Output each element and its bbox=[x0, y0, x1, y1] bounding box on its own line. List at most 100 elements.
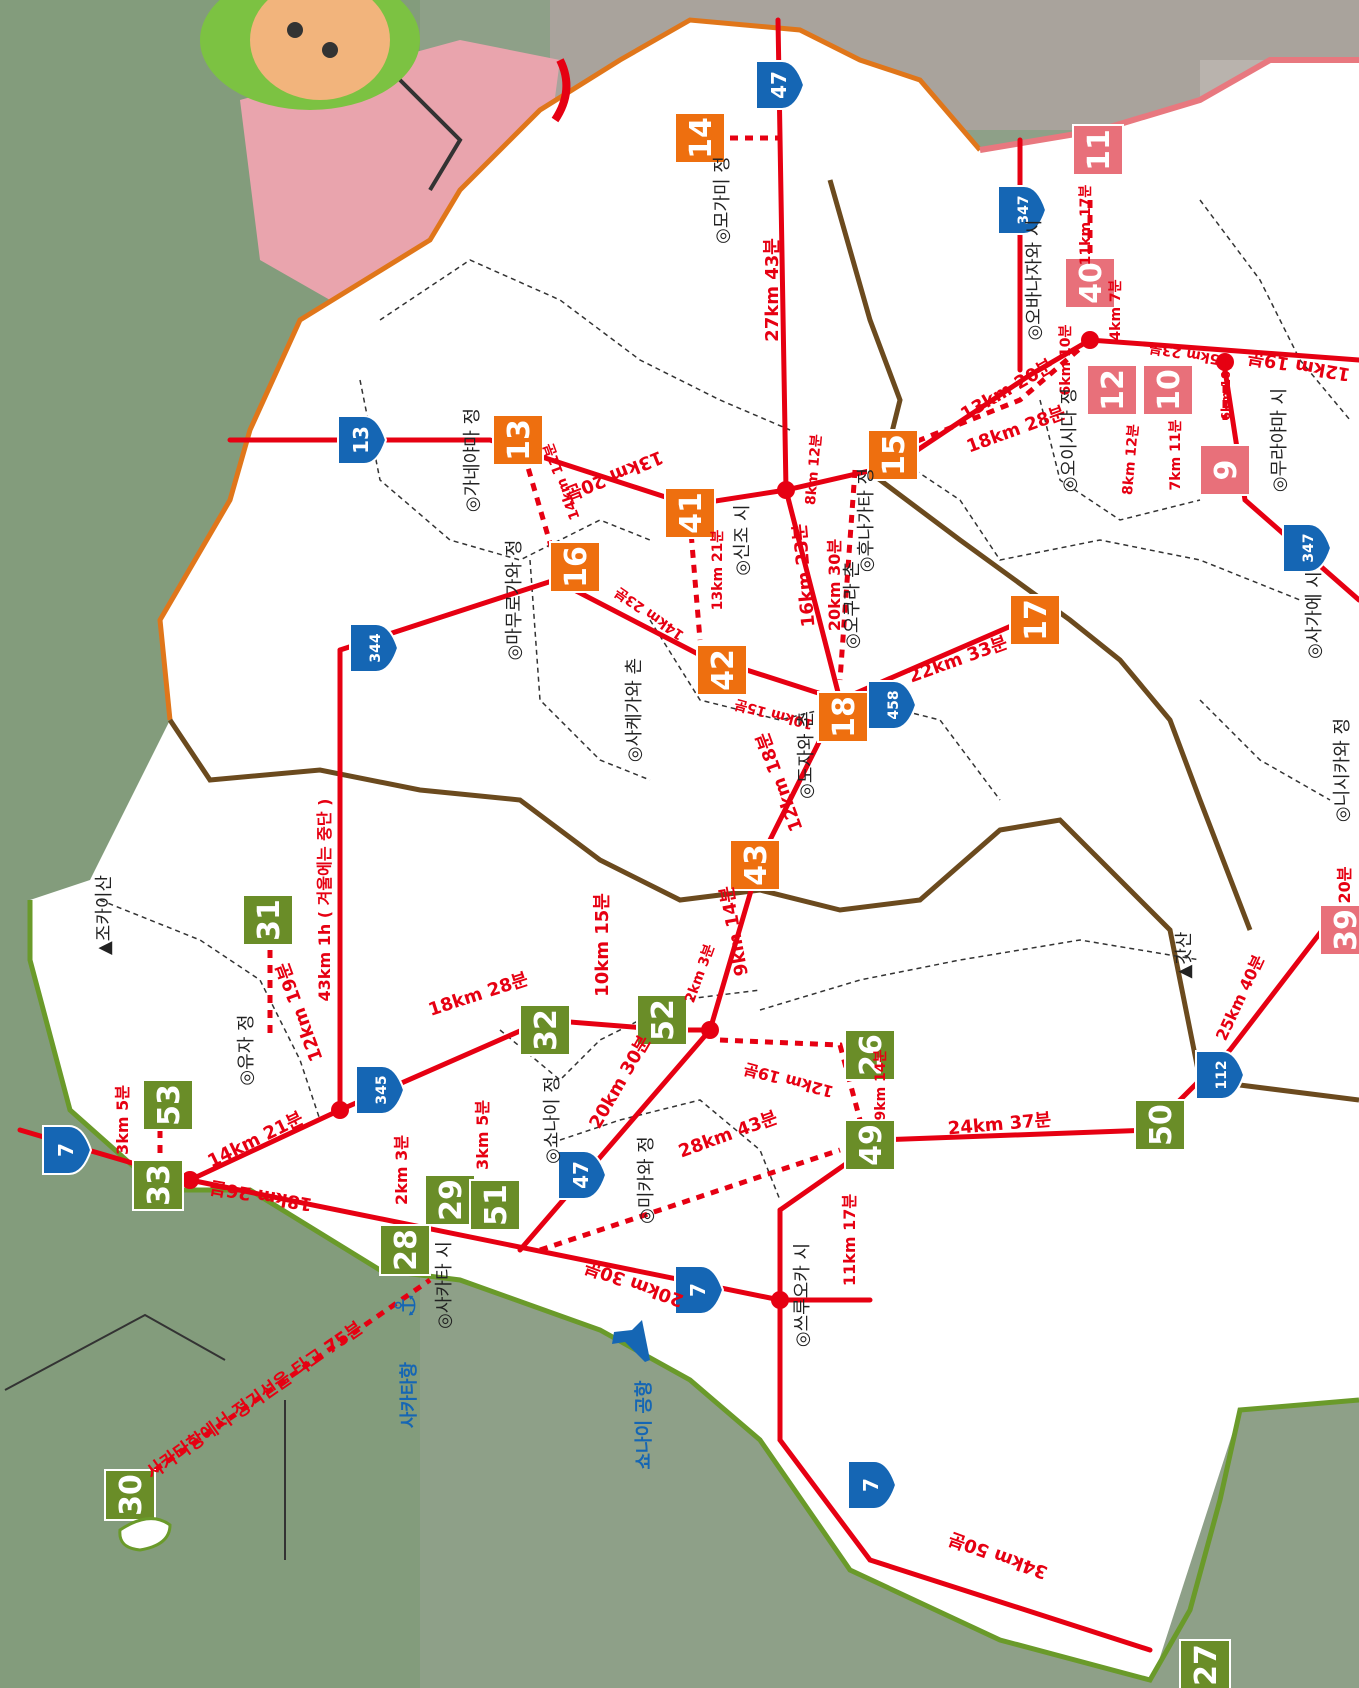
station-number: 51 bbox=[479, 1184, 514, 1226]
distance-label: 3km 5분 bbox=[473, 1100, 492, 1170]
station-number: 13 bbox=[502, 419, 537, 461]
station-33: 33 bbox=[132, 1159, 184, 1211]
station-51: 51 bbox=[469, 1179, 521, 1231]
town-label: ◎후나가타 정 bbox=[856, 468, 877, 572]
distance-label: 43km 1h ( 겨울에는 중단 ) bbox=[315, 799, 334, 1002]
station-number: 43 bbox=[739, 844, 774, 886]
station-11: 11 bbox=[1072, 124, 1124, 176]
town-label: ◎니시카와 정 bbox=[1332, 718, 1353, 822]
shield-number: 345 bbox=[374, 1075, 390, 1104]
station-17: 17 bbox=[1009, 594, 1061, 646]
station-30: 30 bbox=[104, 1469, 156, 1521]
station-number: 33 bbox=[142, 1164, 177, 1206]
route-shield-112: 112 bbox=[1195, 1050, 1246, 1100]
station-number: 39 bbox=[1329, 909, 1359, 951]
distance-label: 20분 bbox=[1335, 866, 1354, 903]
town-label: ◎신조 시 bbox=[732, 504, 753, 575]
town-label: ◎가네야마 정 bbox=[462, 408, 483, 512]
town-label: ◎사가에 시 bbox=[1304, 571, 1325, 659]
station-number: 42 bbox=[706, 649, 741, 691]
mountain-label: ▲조카이산 bbox=[94, 875, 115, 955]
district-border-east bbox=[827, 179, 1253, 931]
route-shield-347: 347 bbox=[997, 185, 1048, 235]
anchor-icon: ⚓ bbox=[389, 1293, 422, 1318]
town-label: ◎오이시다 정 bbox=[1059, 388, 1080, 492]
town-label: ◎유자 정 bbox=[236, 1014, 257, 1085]
shield-number: 347 bbox=[1016, 195, 1032, 224]
distance-label: 11km 17분 bbox=[1078, 185, 1094, 266]
town-label: ◎도자와 촌 bbox=[796, 711, 817, 799]
town-label: ◎마무로가와 정 bbox=[504, 540, 525, 661]
distance-label: 10km 15분 bbox=[592, 893, 613, 997]
compass-lines bbox=[4, 1313, 286, 1560]
distance-label: 8km 12분 bbox=[1120, 424, 1142, 496]
station-28: 28 bbox=[379, 1224, 431, 1276]
stations: 9101112401314151617184142432627282930313… bbox=[104, 112, 1359, 1688]
mountain-label: ▲갓산 bbox=[1174, 932, 1195, 979]
station-10: 10 bbox=[1142, 364, 1194, 416]
town-label: ◎미카와 정 bbox=[636, 1136, 657, 1224]
tobishima-island bbox=[118, 1517, 172, 1552]
shield-number: 112 bbox=[1214, 1060, 1230, 1089]
route-shield-347: 347 bbox=[1282, 523, 1333, 573]
station-9: 9 bbox=[1199, 444, 1251, 496]
distance-label: 4km 7분 bbox=[1108, 279, 1124, 340]
shield-number: 347 bbox=[1301, 533, 1317, 562]
station-18: 18 bbox=[817, 691, 869, 743]
station-number: 18 bbox=[827, 696, 862, 738]
station-number: 10 bbox=[1152, 369, 1187, 411]
town-label: ◎모가미 정 bbox=[712, 156, 733, 244]
station-number: 41 bbox=[674, 492, 709, 534]
town-label: ◎무라야마 시 bbox=[1269, 388, 1290, 492]
distance-label: 13km 21분 bbox=[710, 530, 726, 611]
station-29: 29 bbox=[424, 1174, 476, 1226]
station-number: 49 bbox=[854, 1124, 889, 1166]
shield-number: 47 bbox=[767, 71, 791, 99]
station-number: 28 bbox=[389, 1229, 424, 1271]
station-number: 27 bbox=[1189, 1644, 1224, 1686]
route-shield-7: 7 bbox=[42, 1125, 93, 1175]
distance-label: 3km 5분 bbox=[113, 1085, 132, 1155]
port-label: 쇼나이 공항 bbox=[634, 1380, 655, 1470]
station-14: 14 bbox=[674, 112, 726, 164]
shield-number: 344 bbox=[368, 633, 384, 662]
route-shield-13: 13 bbox=[337, 415, 388, 465]
town-label: ◎오쿠라 촌 bbox=[842, 561, 863, 649]
station-26: 26 bbox=[844, 1029, 896, 1081]
station-number: 40 bbox=[1074, 262, 1109, 304]
station-42: 42 bbox=[696, 644, 748, 696]
station-number: 31 bbox=[252, 899, 287, 941]
station-number: 30 bbox=[114, 1474, 149, 1516]
shield-number: 47 bbox=[569, 1161, 593, 1189]
mascot-character bbox=[200, 0, 571, 192]
shield-number: 13 bbox=[349, 426, 373, 454]
district-border-south bbox=[167, 718, 1359, 1103]
town-label: ◎오바나자와 시 bbox=[1024, 220, 1045, 341]
town-label: ◎사케가와 촌 bbox=[624, 658, 645, 762]
station-16: 16 bbox=[549, 541, 601, 593]
station-number: 14 bbox=[684, 117, 719, 159]
distance-label: 2km 3분 bbox=[392, 1135, 411, 1205]
town-label: ◎쇼나이 정 bbox=[542, 1076, 563, 1164]
town-labels: ◎모가미 정◎가네야마 정◎신조 시◎마무로가와 정◎사케가와 촌◎오쿠라 촌◎… bbox=[236, 156, 1353, 1347]
junctions bbox=[181, 331, 1234, 1309]
station-number: 26 bbox=[854, 1034, 889, 1076]
station-49: 49 bbox=[844, 1119, 896, 1171]
station-53: 53 bbox=[142, 1079, 194, 1131]
station-number: 9 bbox=[1209, 460, 1244, 481]
route-shield-7: 7 bbox=[674, 1265, 725, 1315]
distance-label: 8km 12분 bbox=[803, 434, 825, 506]
distance-label: 20km 30분 bbox=[825, 539, 844, 631]
distance-label: 11km 17분 bbox=[840, 1194, 859, 1286]
distance-label: 7km 11분 bbox=[1168, 419, 1184, 490]
north-border bbox=[157, 17, 982, 721]
distance-label: 6km 10분 bbox=[1058, 324, 1074, 395]
station-15: 15 bbox=[867, 429, 919, 481]
airplane-icon bbox=[612, 1320, 650, 1362]
northeast-border bbox=[979, 57, 1359, 153]
station-number: 50 bbox=[1144, 1104, 1179, 1146]
route-shield-47: 47 bbox=[755, 60, 806, 110]
